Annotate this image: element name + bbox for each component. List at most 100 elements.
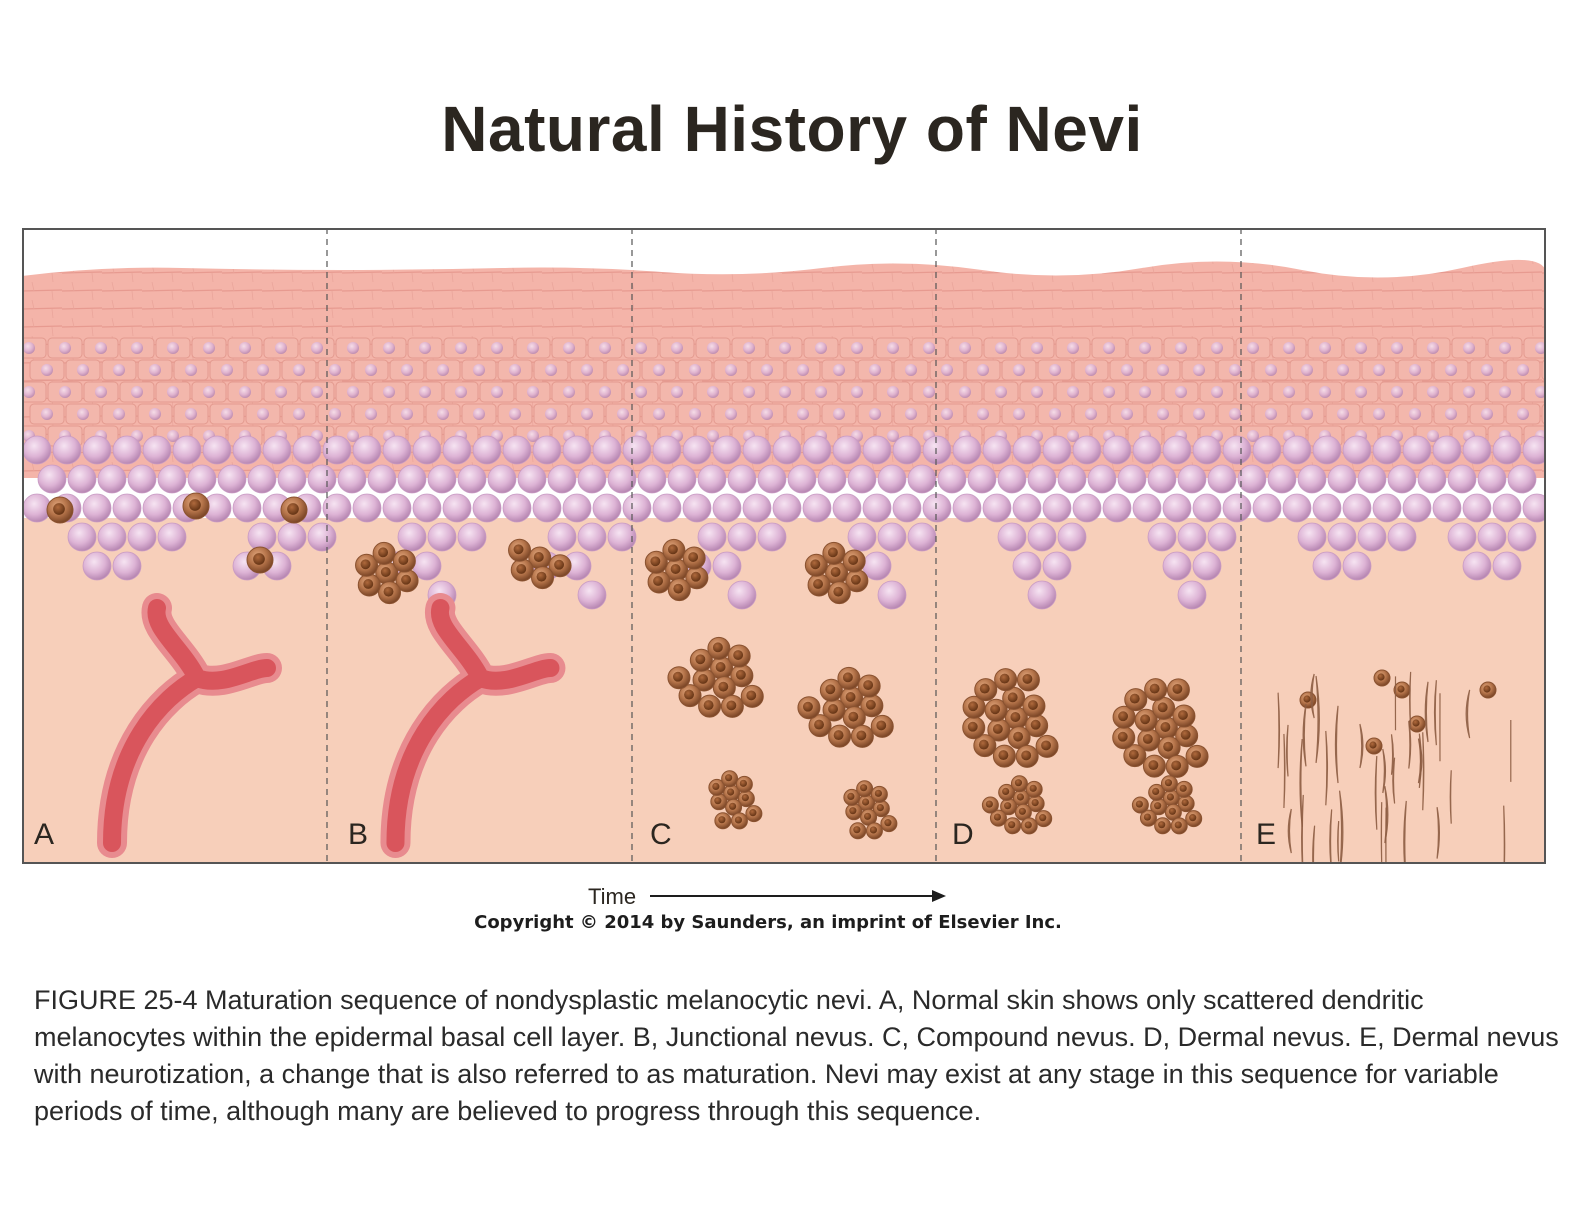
nevus-cell-nucleus (1013, 731, 1024, 742)
keratinocyte-nucleus (1265, 364, 1277, 376)
keratinocyte-nucleus (167, 430, 179, 442)
nevus-cell-nucleus (865, 699, 876, 710)
basal-keratinocyte (1072, 493, 1102, 523)
keratinocyte-nucleus (725, 364, 737, 376)
basal-keratinocyte (157, 464, 187, 494)
nevus-cell-nucleus (884, 819, 892, 827)
skin-cross-section-diagram (22, 228, 1546, 864)
basal-keratinocyte (487, 464, 517, 494)
keratinocyte-nucleus (653, 408, 665, 420)
nevus-cell-nucleus (1166, 793, 1174, 801)
basal-keratinocyte (352, 493, 382, 523)
keratinocyte-nucleus (311, 386, 323, 398)
keratinocyte-nucleus (617, 408, 629, 420)
keratinocyte-nucleus (95, 342, 107, 354)
keratinocyte-nucleus (1463, 386, 1475, 398)
nevus-cell-nucleus (735, 669, 746, 680)
spindle-cell (1384, 786, 1389, 844)
nevus-cell-nucleus (1039, 814, 1047, 822)
keratinocyte-nucleus (707, 386, 719, 398)
keratinocyte-nucleus (599, 386, 611, 398)
basal-keratinocyte (1132, 435, 1162, 465)
nevus-cell-nucleus (1002, 787, 1010, 795)
keratinocyte-nucleus (869, 408, 881, 420)
basal-keratinocyte (547, 522, 577, 552)
keratinocyte-nucleus (113, 364, 125, 376)
basal-keratinocyte (1282, 493, 1312, 523)
keratinocyte-nucleus (23, 342, 35, 354)
time-arrow-icon (650, 890, 946, 902)
basal-keratinocyte (877, 464, 907, 494)
nevus-cell-nucleus (746, 690, 757, 701)
basal-keratinocyte (1357, 522, 1387, 552)
basal-keratinocyte (472, 493, 502, 523)
basal-keratinocyte (1342, 493, 1372, 523)
keratinocyte-nucleus (1175, 342, 1187, 354)
nevus-cell-nucleus (1022, 673, 1033, 684)
spindle-cell (1408, 720, 1412, 769)
basal-keratinocyte (847, 464, 877, 494)
nevus-cell-nucleus (1149, 683, 1160, 694)
nevus-cell-nucleus (1397, 685, 1405, 693)
basal-keratinocyte (1492, 551, 1522, 581)
keratinocyte-nucleus (1121, 408, 1133, 420)
basal-keratinocyte (1447, 522, 1477, 552)
spindle-cell (1436, 807, 1440, 859)
keratinocyte-nucleus (1481, 408, 1493, 420)
keratinocyte-nucleus (491, 386, 503, 398)
keratinocyte-nucleus (671, 342, 683, 354)
keratinocyte-nucleus (545, 408, 557, 420)
panel-label-c: C (650, 818, 672, 851)
keratinocyte-nucleus (1391, 386, 1403, 398)
keratinocyte-nucleus (1067, 342, 1079, 354)
basal-keratinocyte (1192, 435, 1222, 465)
keratinocyte-nucleus (1337, 364, 1349, 376)
nevus-cell-nucleus (739, 779, 747, 787)
nevus-cell-nucleus (1129, 693, 1140, 704)
spindle-cell (1409, 671, 1412, 729)
basal-keratinocyte (1027, 522, 1057, 552)
nevus-cell-nucleus (1030, 719, 1041, 730)
basal-keratinocyte (682, 493, 712, 523)
spindle-cell (1310, 673, 1315, 719)
basal-keratinocyte (712, 435, 742, 465)
nevus-cell-nucleus (1010, 712, 1021, 722)
nevus-cell-nucleus (1024, 821, 1032, 829)
keratinocyte-nucleus (59, 342, 71, 354)
keratinocyte-nucleus (221, 408, 233, 420)
basal-keratinocyte (727, 580, 757, 610)
keratinocyte-nucleus (707, 430, 719, 442)
keratinocyte-nucleus (419, 386, 431, 398)
basal-keratinocyte (697, 464, 727, 494)
nevus-cell-nucleus (1172, 683, 1183, 694)
spindle-cell (1382, 748, 1387, 794)
keratinocyte-nucleus (1355, 386, 1367, 398)
nevus-cell-nucleus (1171, 760, 1182, 771)
keratinocyte-nucleus (545, 364, 557, 376)
keratinocyte-nucleus (851, 386, 863, 398)
nevus-cell-nucleus (990, 704, 1001, 715)
basal-keratinocyte (532, 493, 562, 523)
basal-keratinocyte (1462, 551, 1492, 581)
basal-keratinocyte (787, 464, 817, 494)
keratinocyte-nucleus (1427, 342, 1439, 354)
nevus-cell-nucleus (845, 692, 856, 702)
spindle-cell (1277, 692, 1281, 769)
keratinocyte-nucleus (887, 430, 899, 442)
keratinocyte-nucleus (1067, 430, 1079, 442)
nevus-cell-nucleus (383, 586, 394, 597)
keratinocyte-nucleus (275, 386, 287, 398)
basal-keratinocyte (1057, 464, 1087, 494)
keratinocyte-nucleus (1319, 386, 1331, 398)
basal-keratinocyte (922, 493, 952, 523)
basal-keratinocyte (1042, 435, 1072, 465)
basal-keratinocyte (1282, 435, 1312, 465)
basal-keratinocyte (1042, 493, 1072, 523)
basal-keratinocyte (112, 435, 142, 465)
basal-keratinocyte (67, 464, 97, 494)
basal-keratinocyte (832, 435, 862, 465)
spindle-cell (1403, 800, 1407, 864)
spindle-cell (1374, 756, 1378, 830)
keratinocyte-nucleus (1319, 342, 1331, 354)
keratinocyte-nucleus (653, 364, 665, 376)
